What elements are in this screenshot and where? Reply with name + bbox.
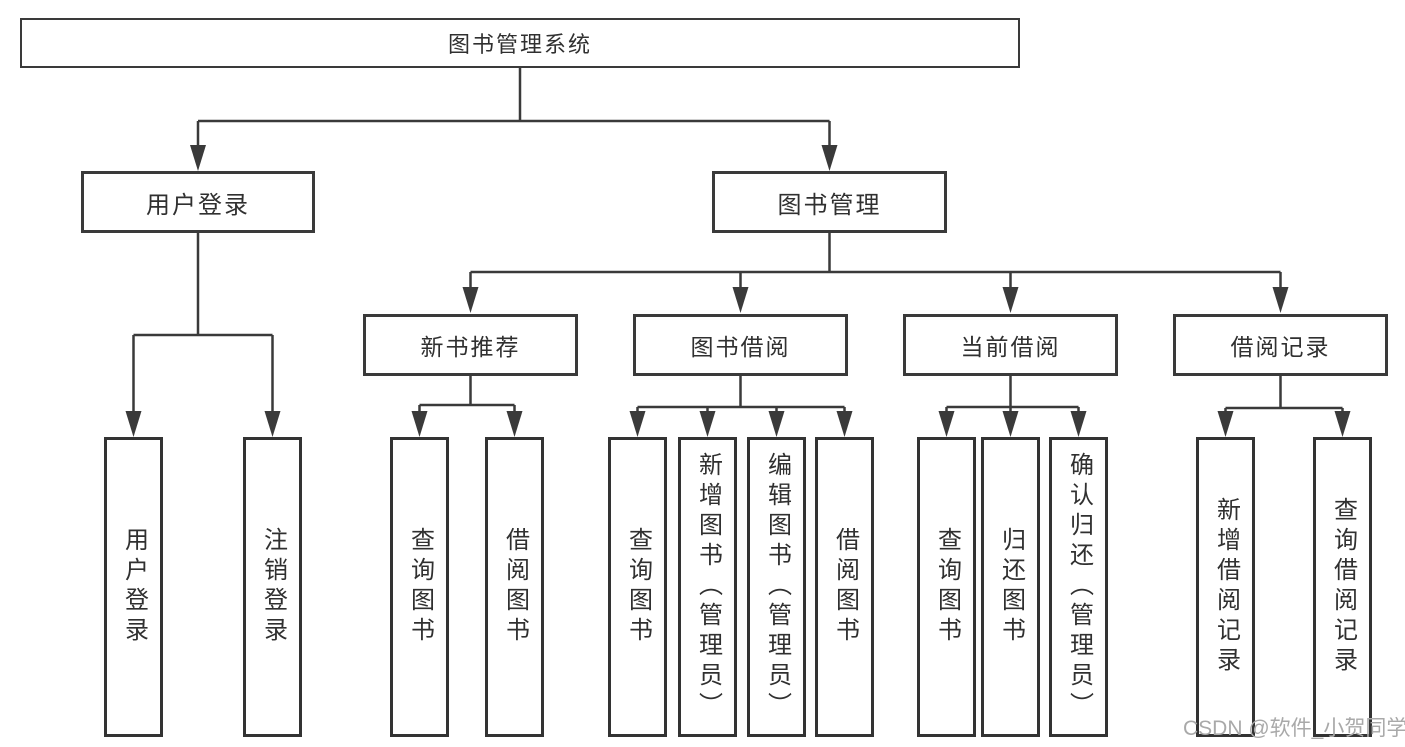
leaf-current-query-books: 查询图书 [917, 437, 976, 737]
arrow-down-icon [190, 145, 206, 171]
arrow-down-icon [1070, 411, 1087, 437]
connector-userlogin-to-leaves [132, 233, 274, 416]
connector-recommend-to-leaves [418, 376, 516, 416]
leaf-records-query-record: 查询借阅记录 [1313, 437, 1372, 737]
csdn-watermark: CSDN @软件_小贺同学 [1183, 717, 1405, 740]
leaf-user-login: 用户登录 [104, 437, 163, 737]
arrow-down-icon [836, 411, 853, 437]
arrow-down-icon [1272, 287, 1289, 313]
leaf-borrowing-query-books: 查询图书 [608, 437, 667, 737]
node-user-login: 用户登录 [81, 171, 315, 233]
leaf-borrowing-edit-books-admin: 编辑图书（管理员） [747, 437, 806, 737]
arrow-down-icon [699, 411, 716, 437]
arrow-down-icon [768, 411, 785, 437]
arrow-down-icon [264, 411, 281, 437]
arrow-down-icon [1217, 411, 1234, 437]
leaf-current-return-books: 归还图书 [981, 437, 1040, 737]
leaf-borrowing-add-books-admin: 新增图书（管理员） [678, 437, 737, 737]
leaf-records-add-record: 新增借阅记录 [1196, 437, 1255, 737]
arrow-down-icon [125, 411, 142, 437]
arrow-down-icon [938, 411, 955, 437]
node-new-book-recommend: 新书推荐 [363, 314, 578, 376]
leaf-current-confirm-return-admin: 确认归还（管理员） [1049, 437, 1108, 737]
arrow-down-icon [821, 145, 838, 171]
arrow-down-icon [1334, 411, 1351, 437]
connector-current-to-leaves [945, 376, 1080, 416]
arrow-down-icon [732, 287, 749, 313]
leaf-logout-login: 注销登录 [243, 437, 302, 737]
connector-root-to-level2 [196, 68, 831, 150]
arrowheads [125, 145, 1351, 437]
connector-borrowing-to-leaves [636, 376, 846, 416]
arrow-down-icon [1002, 287, 1019, 313]
connector-bookmgmt-to-level3 [469, 233, 1282, 292]
node-current-borrowing: 当前借阅 [903, 314, 1118, 376]
connector-records-to-leaves [1224, 376, 1344, 416]
node-book-management: 图书管理 [712, 171, 947, 233]
arrow-down-icon [629, 411, 646, 437]
arrow-down-icon [1002, 411, 1019, 437]
arrow-down-icon [411, 411, 428, 437]
arrow-down-icon [462, 287, 479, 313]
leaf-borrowing-borrow-books: 借阅图书 [815, 437, 874, 737]
node-book-borrowing: 图书借阅 [633, 314, 848, 376]
node-library-management-system: 图书管理系统 [20, 18, 1020, 68]
leaf-recommend-query-books: 查询图书 [390, 437, 449, 737]
node-borrowing-records: 借阅记录 [1173, 314, 1388, 376]
leaf-recommend-borrow-books: 借阅图书 [485, 437, 544, 737]
arrow-down-icon [506, 411, 523, 437]
